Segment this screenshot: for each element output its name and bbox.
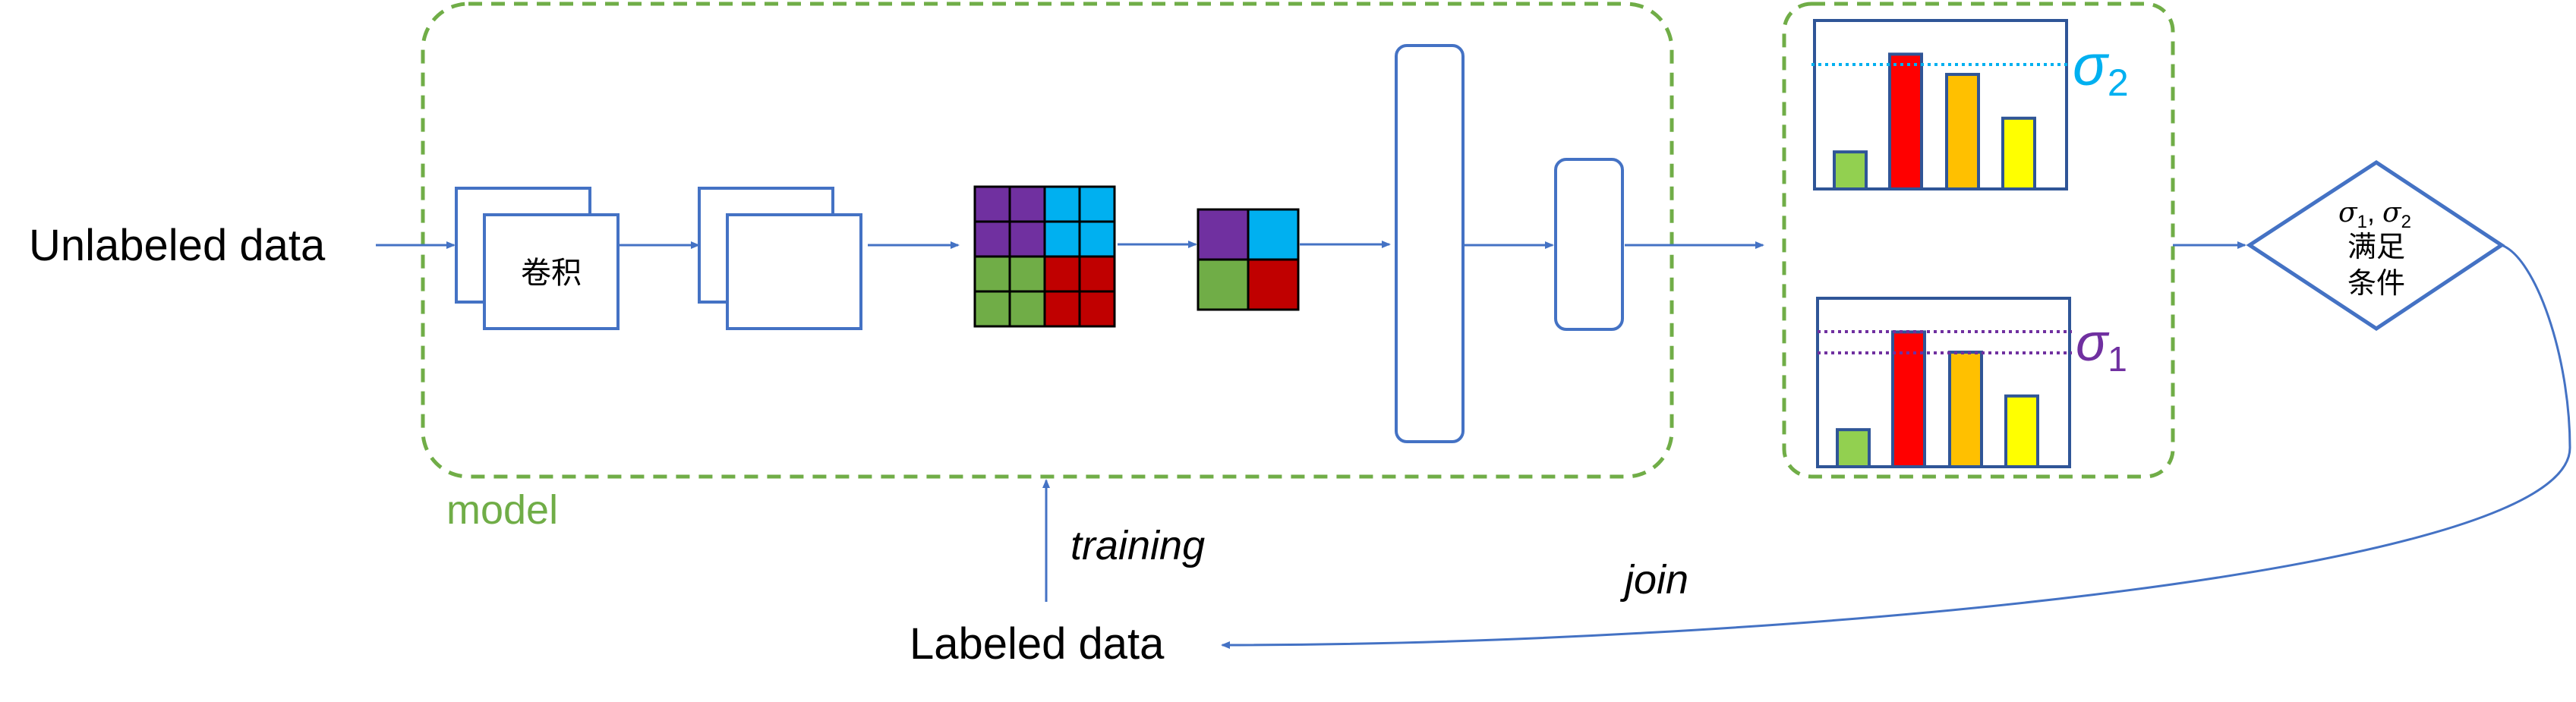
feature-map-4x4-cell [1008,220,1046,258]
feature-map-4x4-cell [1078,290,1116,328]
bar-chart-bottom-bar [2004,394,2039,469]
charts-container [1782,2,2175,479]
model-container [421,2,1674,479]
feature-map-4x4 [973,185,1116,328]
join-curve [1221,244,2571,649]
conv-layer-front [483,213,620,330]
labeled-data-label: Labeled data [910,619,1165,669]
bar-chart-bottom-bar [1948,351,1983,469]
bar-chart-top-bar [2001,116,2036,190]
feature-map-4x4-cell [1078,185,1116,223]
training-label: training [1070,523,1205,568]
fc-layer-tall [1395,44,1465,443]
fc-layer-short [1554,158,1624,331]
feature-map-4x4-cell [973,185,1011,223]
feature-map-4x4-cell [1043,220,1081,258]
feature-map-4x4-cell [973,220,1011,258]
join-label: join [1619,557,1688,603]
feature-map-2x2-cell [1197,258,1250,311]
feature-map-4x4-cell [1043,185,1081,223]
bar-chart-top-bar [1888,52,1923,191]
decision-diamond [2246,160,2505,331]
feature-map-4x4-cell [973,255,1011,293]
feature-map-2x2 [1197,208,1300,311]
bar-chart-top [1833,52,2036,191]
sigma2-label: σ2 [2073,33,2129,104]
feature-map-2x2-cell [1247,258,1300,311]
bar-chart-top-bar [1833,150,1868,191]
conv-label: 卷积 [521,257,582,290]
model-label: model [446,487,558,533]
unlabeled-data-label: Unlabeled data [29,221,326,270]
bar-chart-top-bar [1945,73,1980,191]
bar-chart-bottom-bar [1836,428,1871,468]
feature-map-2x2-cell [1247,208,1300,261]
decision-sigma-line: σ1, σ2 [2338,197,2411,232]
feature-map-4x4-cell [1043,255,1081,293]
feature-map-4x4-cell [1008,290,1046,328]
feature-map-2x2-cell [1197,208,1250,261]
feature-map-4x4-cell [1008,255,1046,293]
decision-line-3: 条件 [2347,268,2405,300]
layer2-front [726,213,862,330]
feature-map-4x4-cell [1078,255,1116,293]
feature-map-4x4-cell [1078,220,1116,258]
feature-map-4x4-cell [1008,185,1046,223]
bar-chart-bottom [1836,330,2039,469]
feature-map-4x4-cell [1043,290,1081,328]
sigma1-label: σ1 [2076,313,2127,379]
decision-line-2: 满足 [2347,231,2405,263]
feature-map-4x4-cell [973,290,1011,328]
